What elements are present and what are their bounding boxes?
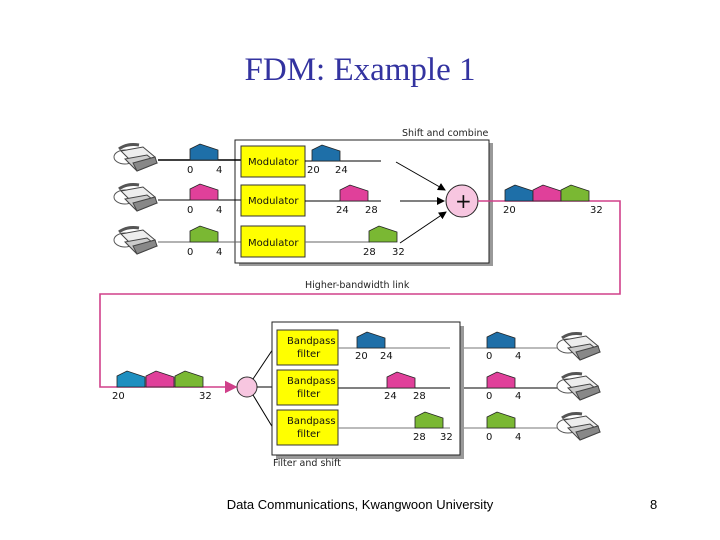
freq-label: 24 [336,205,349,216]
svg-text:+: + [455,189,472,213]
slide-footer: Data Communications, Kwangwoon Universit… [226,497,494,512]
received-spectrum-3 [174,370,204,388]
modulator-1: Modulator [240,145,306,178]
freq-label: 0 [187,247,193,258]
output-spectrum-2 [486,371,516,389]
freq-label: 32 [590,205,603,216]
freq-label: 24 [380,351,393,362]
combined-spectrum-2 [532,184,562,202]
freq-label: 0 [486,432,492,443]
freq-label: 4 [515,432,521,443]
circle-icon [236,376,258,398]
svg-text:Modulator: Modulator [248,157,299,168]
baseband-spectrum-3 [189,225,219,243]
telephone-icon [112,226,159,256]
svg-text:filter: filter [297,349,321,360]
svg-text:Bandpass: Bandpass [287,336,336,347]
telephone-icon [555,412,602,442]
link-caption: Higher-bandwidth link [305,280,410,291]
page-number: 8 [650,497,658,512]
freq-label: 28 [363,247,376,258]
bandpass-filter-2: Bandpass filter [276,369,339,406]
freq-label: 0 [486,391,492,402]
freq-label: 20 [112,391,125,402]
freq-label: 20 [355,351,368,362]
freq-label: 24 [335,165,348,176]
freq-label: 4 [216,247,222,258]
svg-text:Bandpass: Bandpass [287,376,336,387]
freq-label: 20 [307,165,320,176]
combined-spectrum-3 [560,184,590,202]
freq-label: 24 [384,391,397,402]
modulator-3: Modulator [240,225,306,258]
freq-label: 0 [486,351,492,362]
svg-text:Modulator: Modulator [248,238,299,249]
freq-label: 4 [515,391,521,402]
received-spectrum-2 [145,370,175,388]
freq-label: 32 [392,247,405,258]
output-spectrum-1 [486,331,516,349]
freq-label: 4 [216,205,222,216]
svg-text:Modulator: Modulator [248,196,299,207]
freq-label: 32 [440,432,453,443]
telephone-icon [555,372,602,402]
svg-text:Bandpass: Bandpass [287,416,336,427]
bandpass-filter-1: Bandpass filter [276,329,339,366]
freq-label: 0 [187,205,193,216]
plus-circle-icon: + [445,184,479,218]
telephone-icon [112,183,159,213]
freq-label: 20 [503,205,516,216]
filter-and-shift-caption: Filter and shift [273,458,341,469]
baseband-spectrum-1 [189,143,219,161]
svg-text:filter: filter [297,429,321,440]
freq-label: 4 [515,351,521,362]
slide-title: FDM: Example 1 [244,52,476,88]
baseband-spectrum-2 [189,183,219,201]
telephone-icon [555,332,602,362]
svg-text:filter: filter [297,389,321,400]
freq-label: 32 [199,391,212,402]
freq-label: 4 [216,165,222,176]
received-spectrum-1 [116,370,146,388]
freq-label: 28 [413,391,426,402]
freq-label: 28 [413,432,426,443]
freq-label: 0 [187,165,193,176]
freq-label: 28 [365,205,378,216]
bandpass-filter-3: Bandpass filter [276,409,339,446]
telephone-icon [112,143,159,173]
output-spectrum-3 [486,411,516,429]
modulator-2: Modulator [240,184,306,217]
shift-and-combine-caption: Shift and combine [402,128,488,139]
combined-spectrum-1 [504,184,534,202]
